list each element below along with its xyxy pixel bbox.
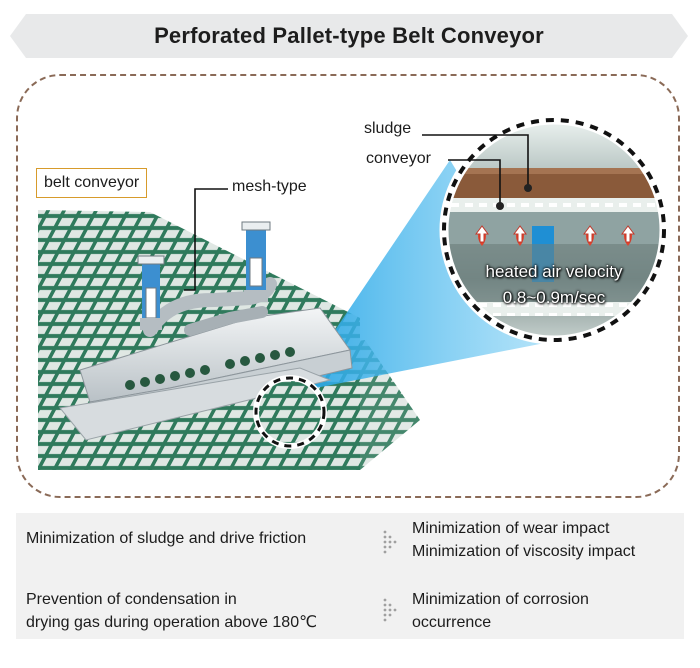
- airflow-arrow-icons: [475, 225, 635, 243]
- sludge-layer: [444, 172, 664, 198]
- effects-panel: [16, 513, 684, 639]
- leader-mesh-type: [184, 188, 228, 291]
- actuator-right: [241, 221, 271, 302]
- effect-2-cause-line-1: Prevention of condensation in: [26, 591, 237, 608]
- conveyor-chain-bottom: [444, 302, 664, 316]
- effect-1-cause-line-1: Minimization of sludge and drive frictio…: [26, 530, 307, 547]
- diagram-frame: [16, 74, 680, 498]
- conveyor-chain-top: [444, 198, 664, 212]
- effect-1-result-line-1: Minimization of wear impact: [412, 520, 610, 537]
- effect-2-cause-line-2: drying gas during operation above 180℃: [26, 614, 318, 631]
- label-mesh-type: mesh-type: [232, 178, 307, 195]
- housing-inner-nozzles: [125, 347, 295, 390]
- title-banner: Perforated Pallet-type Belt Conveyor: [10, 14, 688, 58]
- dryer-base: [59, 367, 332, 441]
- magnify-beam: [280, 160, 560, 395]
- effect-2-result-line-2: occurrence: [412, 614, 492, 631]
- actuator-left: [137, 255, 165, 330]
- lens-detail-view: [444, 120, 664, 340]
- dotted-arrow-icon: [383, 598, 397, 622]
- diagram-title: Perforated Pallet-type Belt Conveyor: [154, 23, 544, 48]
- effect-1-result-line-2: Minimization of viscosity impact: [412, 543, 636, 560]
- label-velocity-value: 0.8~0.9m/sec: [502, 288, 606, 307]
- leader-sludge: [422, 134, 529, 186]
- label-sludge: sludge: [364, 120, 412, 137]
- label-belt-conveyor: belt conveyor: [36, 168, 148, 198]
- effect-2-result-line-1: Minimization of corrosion: [412, 591, 589, 608]
- label-conveyor: conveyor: [366, 150, 431, 167]
- duct-pipe-2: [184, 306, 268, 336]
- label-heated-air-velocity: heated air velocity: [485, 262, 623, 281]
- dotted-arrow-icon: [383, 530, 397, 554]
- leader-conveyor: [448, 159, 501, 205]
